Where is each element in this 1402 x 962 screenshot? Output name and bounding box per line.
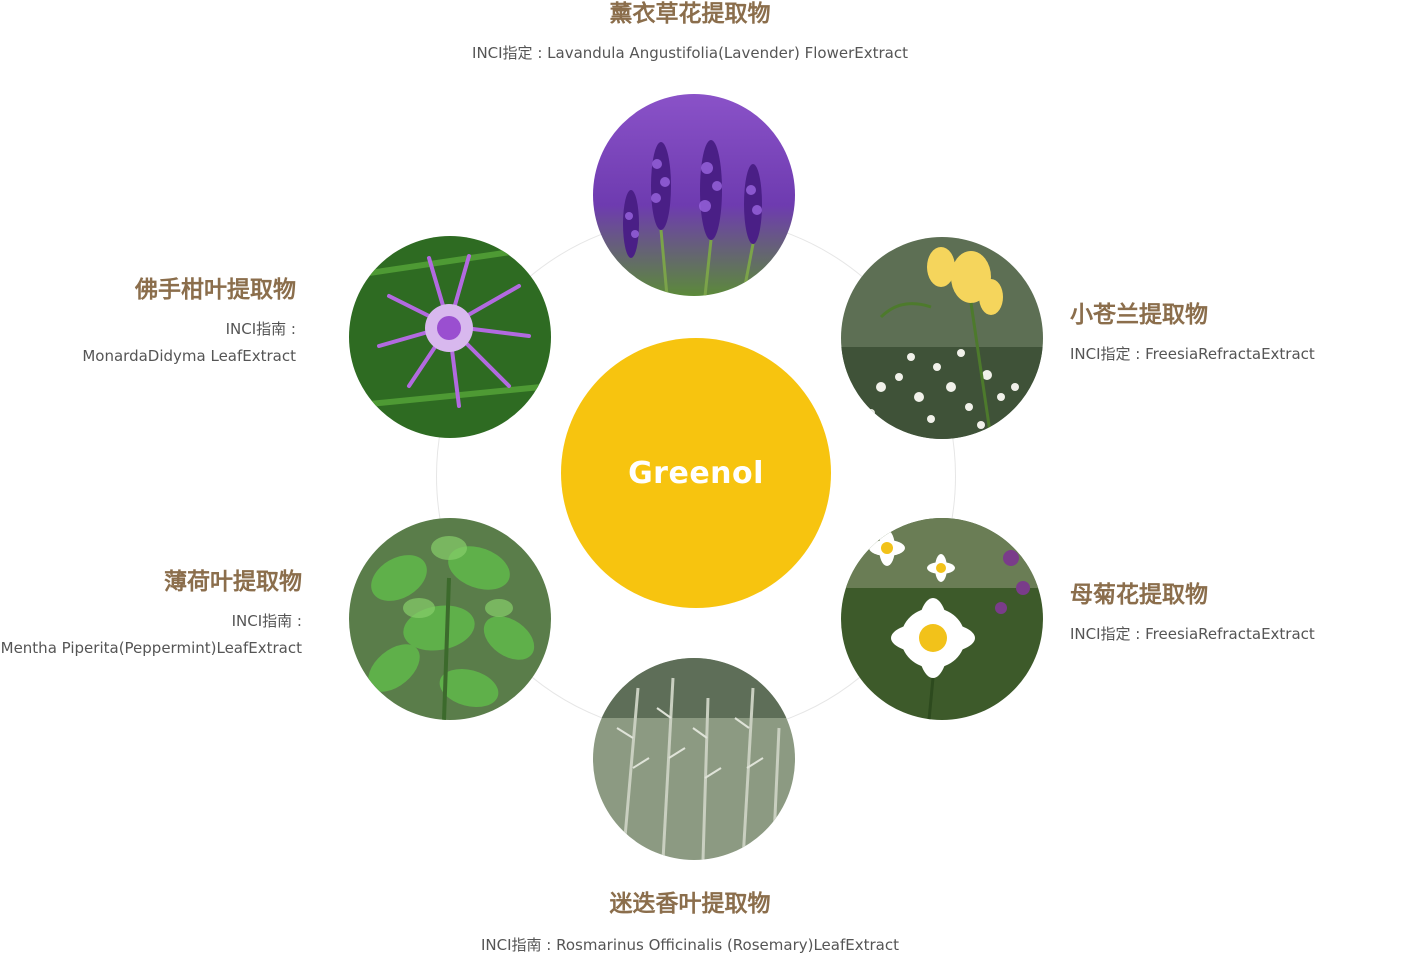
mint-label: 薄荷叶提取物 INCI指南 : Mentha Piperita(Peppermi… — [1, 568, 302, 662]
lavender-inci: INCI指定 : Lavandula Angustifolia(Lavender… — [472, 44, 908, 62]
mint-leaves-photo — [349, 518, 551, 720]
freesia-label: 小苍兰提取物 INCI指定 : FreesiaRefractaExtract — [1070, 301, 1315, 368]
freesia-photo — [841, 237, 1043, 439]
lavender-title: 薰衣草花提取物 — [609, 1, 771, 27]
rosemary-label: 迷迭香叶提取物 INCI指南 : Rosmarinus Officinalis … — [0, 890, 1380, 959]
rosemary-title: 迷迭香叶提取物 — [609, 891, 771, 917]
bergamot-flower-photo — [349, 236, 551, 438]
rosemary-photo — [593, 658, 795, 860]
center-label: Greenol — [628, 455, 764, 491]
bergamot-inci-line2: MonardaDidyma LeafExtract — [82, 347, 296, 365]
mint-inci-line2: Mentha Piperita(Peppermint)LeafExtract — [0, 639, 302, 657]
chamomile-photo — [841, 518, 1043, 720]
bergamot-title: 佛手柑叶提取物 — [135, 277, 296, 303]
chamomile-label: 母菊花提取物 INCI指定 : FreesiaRefractaExtract — [1070, 581, 1315, 648]
rosemary-inci: INCI指南 : Rosmarinus Officinalis (Rosemar… — [481, 936, 899, 954]
mint-title: 薄荷叶提取物 — [164, 569, 302, 595]
bergamot-inci-line1: INCI指南 : — [225, 320, 296, 338]
freesia-title: 小苍兰提取物 — [1070, 302, 1208, 328]
chamomile-inci: INCI指定 : FreesiaRefractaExtract — [1070, 625, 1315, 643]
bergamot-label: 佛手柑叶提取物 INCI指南 : MonardaDidyma LeafExtra… — [82, 276, 296, 370]
lavender-label: 薰衣草花提取物 INCI指定 : Lavandula Angustifolia(… — [0, 0, 1380, 67]
greenol-center-circle: Greenol — [561, 338, 831, 608]
mint-inci-line1: INCI指南 : — [231, 612, 302, 630]
lavender-photo — [593, 94, 795, 296]
chamomile-title: 母菊花提取物 — [1070, 582, 1208, 608]
freesia-inci: INCI指定 : FreesiaRefractaExtract — [1070, 345, 1315, 363]
